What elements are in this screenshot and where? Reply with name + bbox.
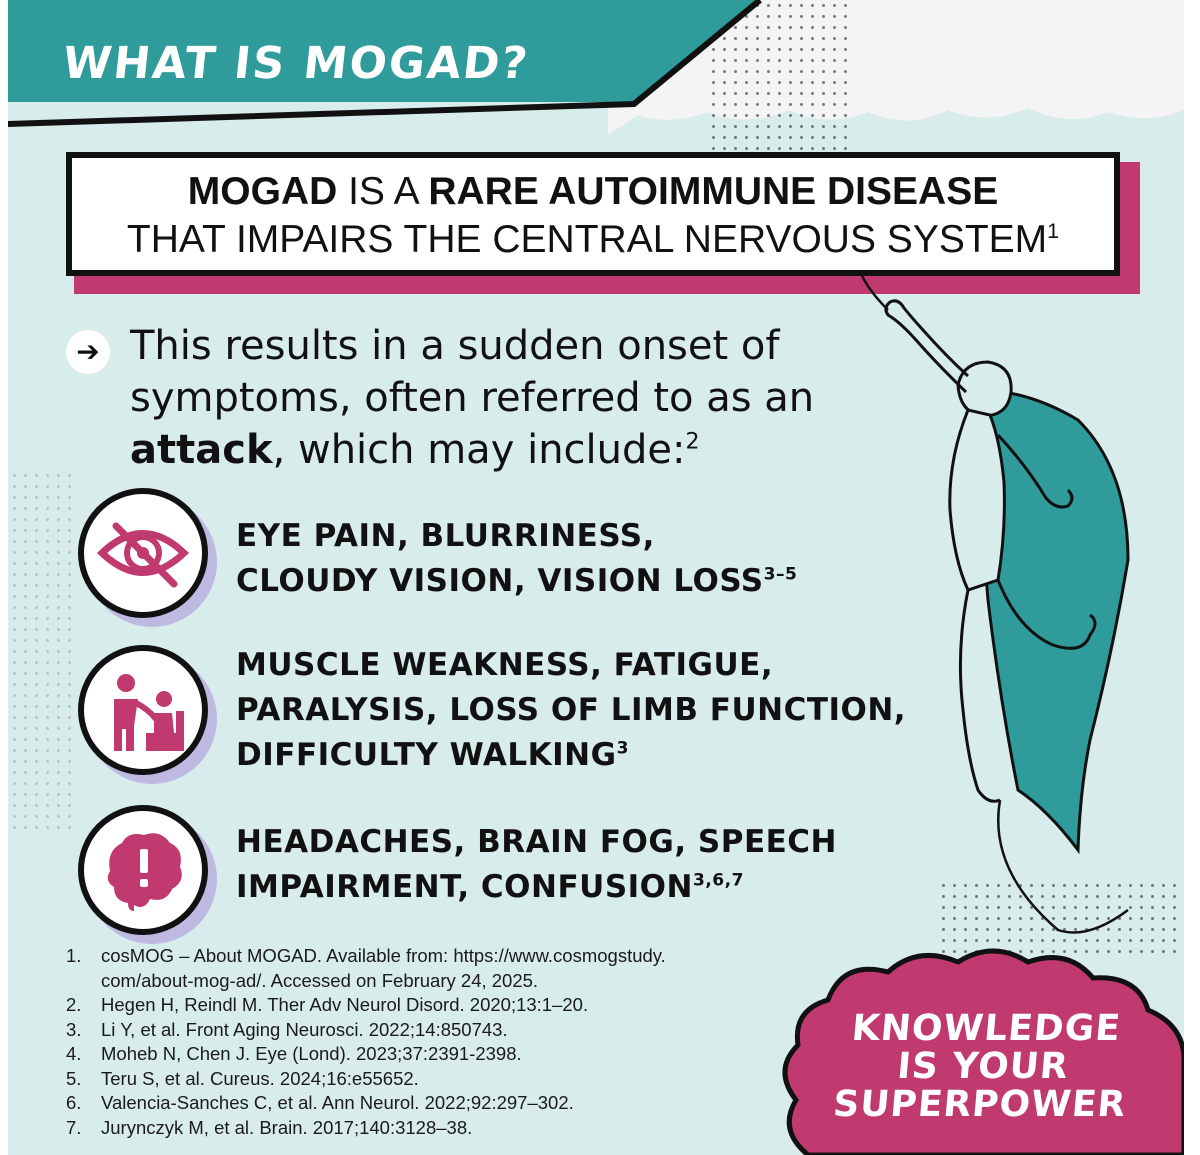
- eye-crossed-icon: [96, 522, 190, 588]
- statement-disease-type: RARE AUTOIMMUNE DISEASE: [428, 170, 999, 213]
- infographic-card: WHAT IS MOGAD? MOGAD IS A RARE AUTOIMMUN…: [8, 0, 1184, 1155]
- statement-line-2: THAT IMPAIRS THE CENTRAL NERVOUS SYSTEM1: [72, 216, 1114, 264]
- reference-text: Hegen H, Reindl M. Ther Adv Neurol Disor…: [101, 994, 589, 1015]
- symptom-icon-circle: [78, 488, 208, 618]
- reference-list: 1. cosMOG – About MOGAD. Available from: …: [66, 944, 766, 1140]
- assisted-person-icon: [114, 674, 184, 751]
- symptom-text-cognitive: HEADACHES, BRAIN FOG, SPEECH IMPAIRMENT, …: [236, 820, 837, 910]
- statement-box: MOGAD IS A RARE AUTOIMMUNE DISEASE THAT …: [66, 152, 1120, 276]
- reference-item: 1. cosMOG – About MOGAD. Available from: …: [66, 944, 766, 993]
- reference-number: 6.: [66, 1092, 82, 1113]
- symptom-text-mobility: MUSCLE WEAKNESS, FATIGUE, PARALYSIS, LOSS…: [236, 643, 906, 778]
- reference-number: 7.: [66, 1116, 82, 1138]
- tagline-line: IS YOUR: [895, 1046, 1071, 1087]
- symptom-reference: 3–5: [763, 564, 798, 585]
- header-banner: [8, 0, 762, 127]
- reference-number: 5.: [66, 1067, 82, 1089]
- reference-text: Li Y, et al. Front Aging Neurosci. 2022;…: [101, 1018, 508, 1040]
- brain-alert-icon: [107, 833, 182, 911]
- tagline-cloud: [782, 948, 1184, 1155]
- page-title: WHAT IS MOGAD?: [60, 38, 532, 89]
- reference-item: 7. Jurynczyk M, et al. Brain. 2017;140:31…: [66, 1116, 766, 1141]
- reference-text: com/about-mog-ad/. Accessed on February …: [101, 969, 539, 991]
- intro-reference: 2: [685, 429, 700, 455]
- reference-text: Valencia-Sanches C, et al. Ann Neurol. 2…: [101, 1092, 574, 1113]
- symptom-line: EYE PAIN, BLURRINESS,: [236, 518, 655, 554]
- reference-item: 6. Valencia-Sanches C, et al. Ann Neurol.…: [66, 1091, 766, 1116]
- reference-item: 4. Moheb N, Chen J. Eye (Lond). 2023;37:2…: [66, 1042, 766, 1067]
- reference-item: 5. Teru S, et al. Cureus. 2024;16:e55652.: [66, 1067, 766, 1092]
- symptom-text-vision: EYE PAIN, BLURRINESS, CLOUDY VISION, VISI…: [236, 514, 797, 604]
- halftone-bottom-right: [938, 880, 1184, 960]
- reference-number: 1.: [66, 945, 82, 966]
- symptom-line: DIFFICULTY WALKING: [236, 737, 617, 773]
- symptom-icon-circle: [78, 805, 208, 935]
- symptom-line: HEADACHES, BRAIN FOG, SPEECH: [236, 824, 838, 860]
- intro-emphasis: attack: [130, 427, 273, 473]
- reference-text: Moheb N, Chen J. Eye (Lond). 2023;37:239…: [101, 1043, 522, 1064]
- symptom-line: MUSCLE WEAKNESS, FATIGUE,: [236, 647, 774, 683]
- halftone-left-mid: [8, 470, 78, 830]
- tagline-line: KNOWLEDGE: [850, 1008, 1123, 1049]
- intro-paragraph: This results in a sudden onset of sympto…: [130, 320, 890, 476]
- symptom-line: PARALYSIS, LOSS OF LIMB FUNCTION,: [236, 692, 907, 728]
- intro-text-2: , which may include:: [272, 427, 686, 473]
- reference-item: 3. Li Y, et al. Front Aging Neurosci. 202…: [66, 1018, 766, 1043]
- symptom-reference: 3: [616, 738, 629, 759]
- reference-item: 2. Hegen H, Reindl M. Ther Adv Neurol Dis…: [66, 993, 766, 1018]
- reference-text: cosMOG – About MOGAD. Available from: ht…: [101, 945, 666, 966]
- reference-text: Jurynczyk M, et al. Brain. 2017;140:3128…: [101, 1116, 473, 1138]
- statement-reference: 1: [1047, 219, 1060, 243]
- symptom-icon-circle: [78, 645, 208, 775]
- statement-emphasis: MOGAD: [187, 170, 338, 213]
- superhero-flying-icon: [858, 270, 1130, 934]
- reference-number: 4.: [66, 1043, 82, 1064]
- symptom-line: CLOUDY VISION, VISION LOSS: [236, 563, 764, 599]
- reference-text: Teru S, et al. Cureus. 2024;16:e55652.: [101, 1067, 419, 1089]
- tagline-line: SUPERPOWER: [831, 1084, 1128, 1125]
- reference-number: 3.: [66, 1018, 82, 1040]
- statement-line-1: MOGAD IS A RARE AUTOIMMUNE DISEASE: [72, 168, 1114, 216]
- arrow-right-icon: ➔: [66, 330, 110, 374]
- symptom-line: IMPAIRMENT, CONFUSION: [236, 869, 693, 905]
- statement-connector: IS A: [337, 170, 429, 213]
- statement-description: THAT IMPAIRS THE CENTRAL NERVOUS SYSTEM: [126, 218, 1048, 261]
- symptom-reference: 3,6,7: [692, 870, 744, 891]
- intro-text-1: This results in a sudden onset of sympto…: [130, 323, 815, 421]
- reference-number: 2.: [66, 994, 82, 1015]
